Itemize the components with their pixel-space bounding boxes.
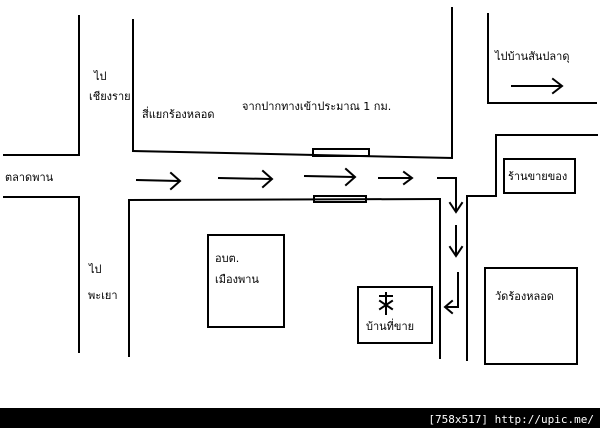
bridge-north [312,148,370,157]
bridge-south [313,195,367,203]
arrow-to-house-icon [443,272,459,315]
image-watermark: [758x517] http://upic.me/ [428,413,594,426]
label-distance-note: จากปากทางเข้าประมาณ 1 กม. [242,100,392,113]
label-intersection: สี่แยกร้องหลอด [142,108,215,121]
label-to-chiangrai-line2: เชียงราย [89,90,131,103]
house-for-sale-box [357,286,433,344]
label-shop: ร้านขายของ [508,170,568,183]
map-drawing [3,7,598,365]
arrow-1-icon [135,171,182,191]
arrow-2-icon [217,169,274,189]
road-main-bottom-edge [127,197,442,202]
road-main-top-edge [131,149,454,160]
label-to-phayao-line2: พะเยา [88,289,118,302]
label-house-for-sale: บ้านที่ขาย [366,320,415,333]
label-obt-line2: เมืองพาน [215,273,259,286]
label-market: ตลาดพาน [5,171,54,184]
arrow-turn-icon [437,177,464,214]
temple-box [484,267,578,365]
arrow-northeast-icon [511,77,564,95]
label-to-ban-luang: ไปบ้านสันปลาดุ [495,50,570,63]
asterisk-marker-icon [378,292,394,315]
shop-box [503,158,576,194]
arrow-4-icon [378,170,414,186]
label-to-phayao-line1: ไป [89,263,102,276]
label-to-chiangrai-line1: ไป [94,70,107,83]
arrow-3-icon [303,167,357,187]
label-obt-line1: อบต. [215,252,240,265]
hand-drawn-map: ไป เชียงราย ตลาดพาน สี่แยกร้องหลอด จากปา… [0,0,600,408]
obt-building [207,234,285,328]
label-temple: วัดร้องหลอด [495,290,554,303]
arrow-down-icon [448,225,464,258]
